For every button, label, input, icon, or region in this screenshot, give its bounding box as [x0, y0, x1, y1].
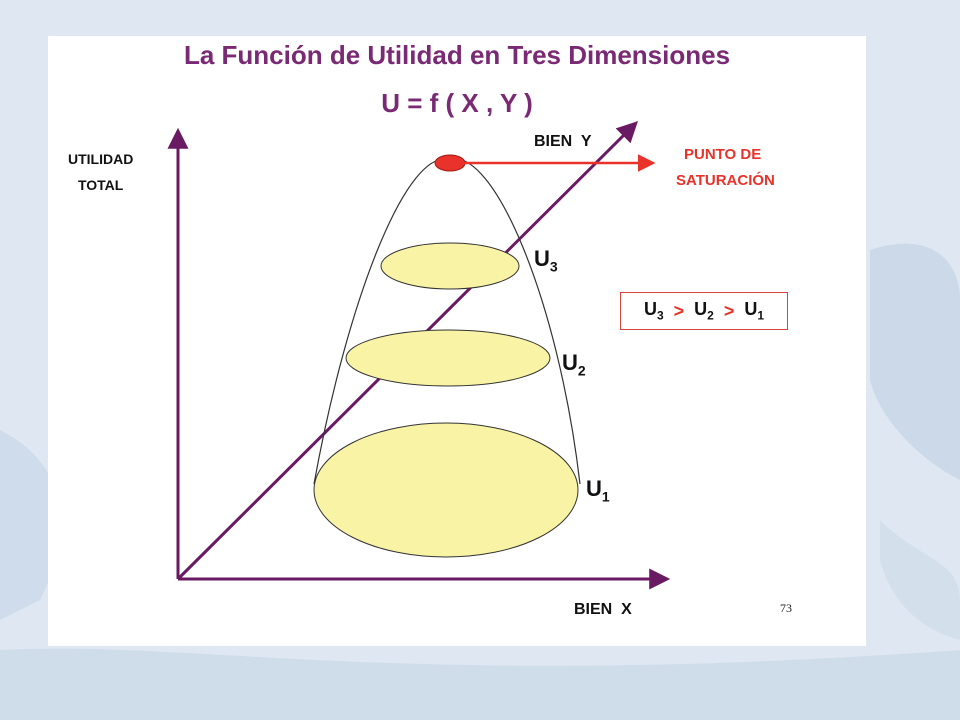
vertical-axis-label-line2: TOTAL [77, 177, 124, 193]
greater-than-sign: > [673, 300, 685, 321]
utility-formula: U = f ( X , Y ) [381, 88, 533, 118]
vertical-axis-label-line1: UTILIDAD [68, 151, 134, 167]
slide: La Función de Utilidad en Tres Dimension… [48, 36, 866, 646]
page-number: 73 [780, 601, 792, 615]
u2-label: U2 [562, 350, 586, 379]
slide-title: La Función de Utilidad en Tres Dimension… [183, 40, 731, 70]
u3-label: U3 [534, 246, 558, 275]
utility-ordering-box: U3 > U2 > U1 [620, 292, 788, 330]
saturation-point [434, 154, 466, 172]
vertical-axis-label: UTILIDAD TOTAL [68, 146, 133, 198]
indifference-curve-u1 [313, 422, 579, 558]
greater-than-sign: > [723, 300, 735, 321]
saturation-label-line1: PUNTO DE [684, 146, 762, 163]
order-item-u2: U2 [694, 299, 714, 323]
order-item-u1: U1 [744, 299, 765, 323]
saturation-label: PUNTO DE SATURACIÓN [676, 142, 775, 194]
utility-diagram [167, 121, 671, 590]
u1-label: U1 [586, 476, 610, 505]
saturation-label-line2: SATURACIÓN [676, 172, 775, 189]
indifference-curve-u2 [345, 329, 551, 387]
bien-x-label: BIEN X [574, 601, 632, 618]
bien-y-label: BIEN Y [534, 133, 592, 150]
indifference-curve-u3 [380, 242, 520, 290]
order-item-u3: U3 [643, 299, 664, 323]
